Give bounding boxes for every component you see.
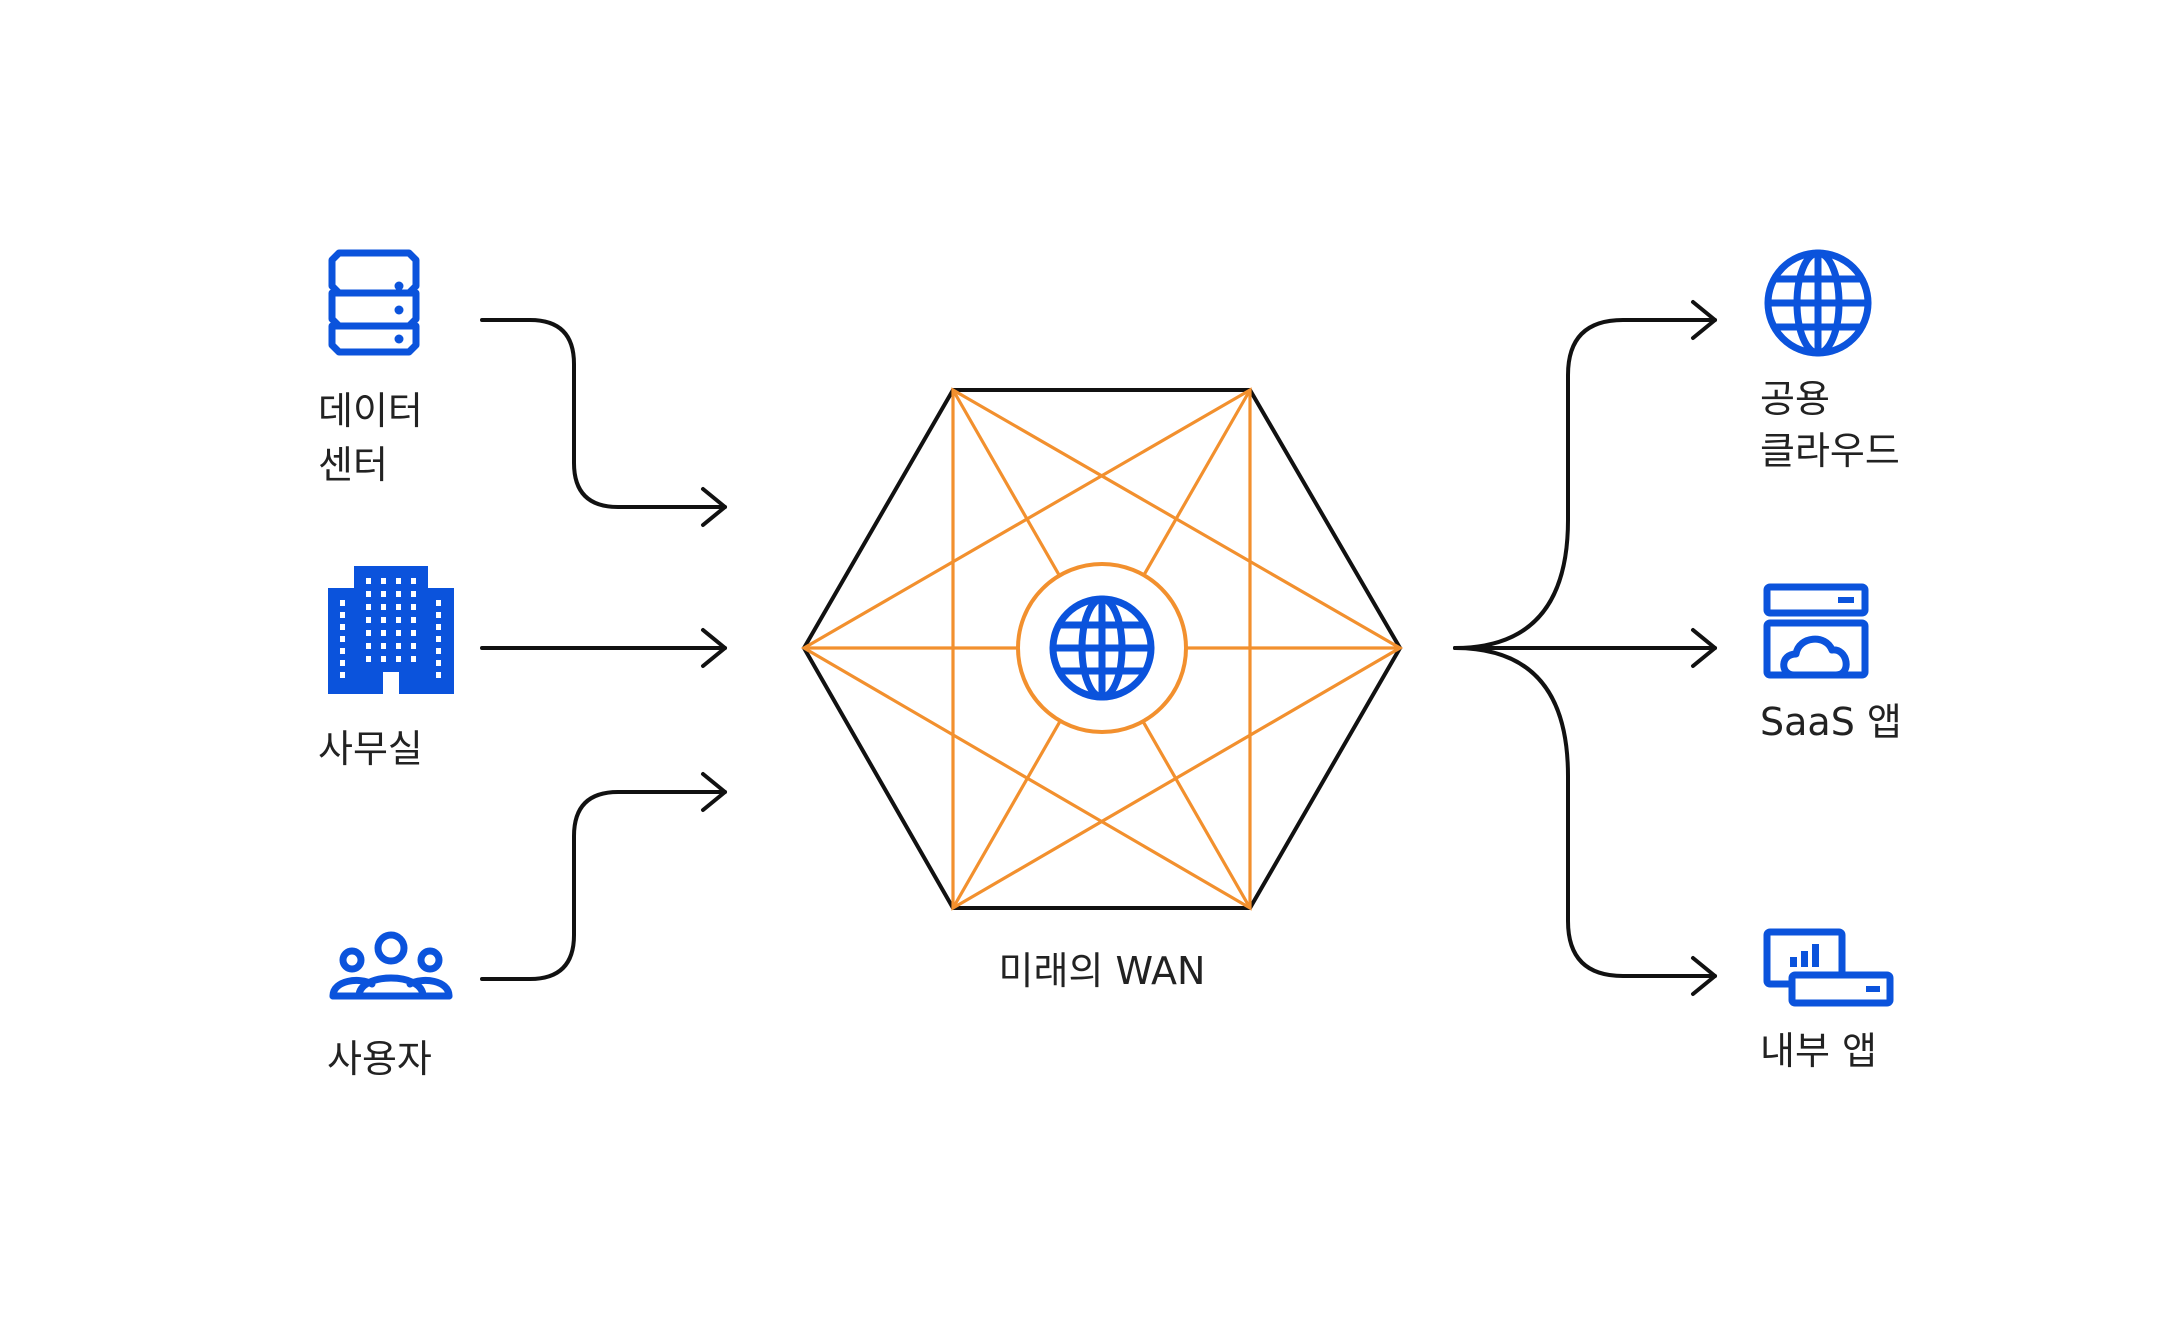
source-label-line: 데이터: [318, 389, 423, 433]
office-window: [340, 660, 345, 666]
office-building-icon: [328, 566, 454, 694]
office-window: [340, 648, 345, 654]
office-window: [396, 604, 401, 610]
office-window: [366, 656, 371, 662]
office-window: [436, 672, 441, 678]
connector-public-cloud: [1453, 318, 1717, 650]
office-window: [340, 636, 345, 642]
globe-icon: [1049, 595, 1155, 701]
office-window: [381, 617, 386, 623]
office-window: [396, 591, 401, 597]
dashboard-server-icon: [1763, 928, 1894, 1007]
source-label-line: 사무실: [318, 727, 423, 771]
wan-hub: 미래의 WAN: [800, 387, 1404, 993]
office-window: [396, 630, 401, 636]
connector-users: [480, 790, 727, 981]
destination-label-line: 클라우드: [1760, 429, 1900, 473]
office-window: [366, 578, 371, 584]
office-window: [381, 656, 386, 662]
office-window: [396, 578, 401, 584]
cloud-server-icon: [1763, 583, 1869, 679]
office-window: [381, 643, 386, 649]
source-label-line: 센터: [318, 443, 388, 487]
office-window: [436, 636, 441, 642]
source-datacenter: 데이터 센터: [318, 249, 423, 487]
office-window: [381, 591, 386, 597]
arrowhead-icon: [1691, 956, 1717, 996]
office-window: [366, 643, 371, 649]
office-window: [411, 630, 416, 636]
office-window: [381, 630, 386, 636]
server-stack-icon: [328, 249, 420, 356]
source-label-line: 사용자: [327, 1037, 432, 1081]
office-window: [436, 612, 441, 618]
connector-internal-app: [1453, 646, 1717, 978]
office-window: [436, 600, 441, 606]
office-window: [381, 578, 386, 584]
office-window: [340, 672, 345, 678]
users-group-icon: [329, 931, 453, 1000]
office-window: [366, 591, 371, 597]
arrowhead-icon: [701, 487, 727, 527]
arrowhead-icon: [701, 628, 727, 668]
office-window: [411, 604, 416, 610]
destination-saas-app: SaaS 앱: [1760, 583, 1902, 744]
source-office: 사무실: [318, 566, 454, 771]
source-users: 사용자: [327, 931, 453, 1081]
connector-datacenter: [480, 318, 727, 509]
office-window: [396, 643, 401, 649]
office-window: [340, 600, 345, 606]
office-window: [366, 604, 371, 610]
destination-label-line: 공용: [1760, 377, 1830, 421]
office-window: [340, 612, 345, 618]
office-window: [436, 648, 441, 654]
office-window: [366, 630, 371, 636]
destination-label-line: 내부 앱: [1760, 1029, 1877, 1073]
office-window: [411, 643, 416, 649]
office-windows: [340, 578, 441, 678]
destination-public-cloud: 공용 클라우드: [1760, 249, 1900, 473]
office-window: [411, 578, 416, 584]
office-window: [436, 624, 441, 630]
inbound-connectors: [480, 318, 727, 981]
outbound-connectors: [1453, 300, 1717, 996]
hub-label: 미래의 WAN: [999, 949, 1206, 993]
globe-icon: [1764, 249, 1872, 357]
office-window: [411, 656, 416, 662]
arrowhead-icon: [701, 772, 727, 812]
office-window: [396, 656, 401, 662]
office-window: [340, 624, 345, 630]
arrowhead-icon: [1691, 300, 1717, 340]
office-window: [411, 591, 416, 597]
arrowhead-icon: [1691, 628, 1717, 668]
destination-label-line: SaaS 앱: [1760, 700, 1902, 744]
office-window: [381, 604, 386, 610]
office-window: [366, 617, 371, 623]
destination-internal-app: 내부 앱: [1760, 928, 1894, 1073]
office-window: [411, 617, 416, 623]
office-window: [436, 660, 441, 666]
office-window: [396, 617, 401, 623]
